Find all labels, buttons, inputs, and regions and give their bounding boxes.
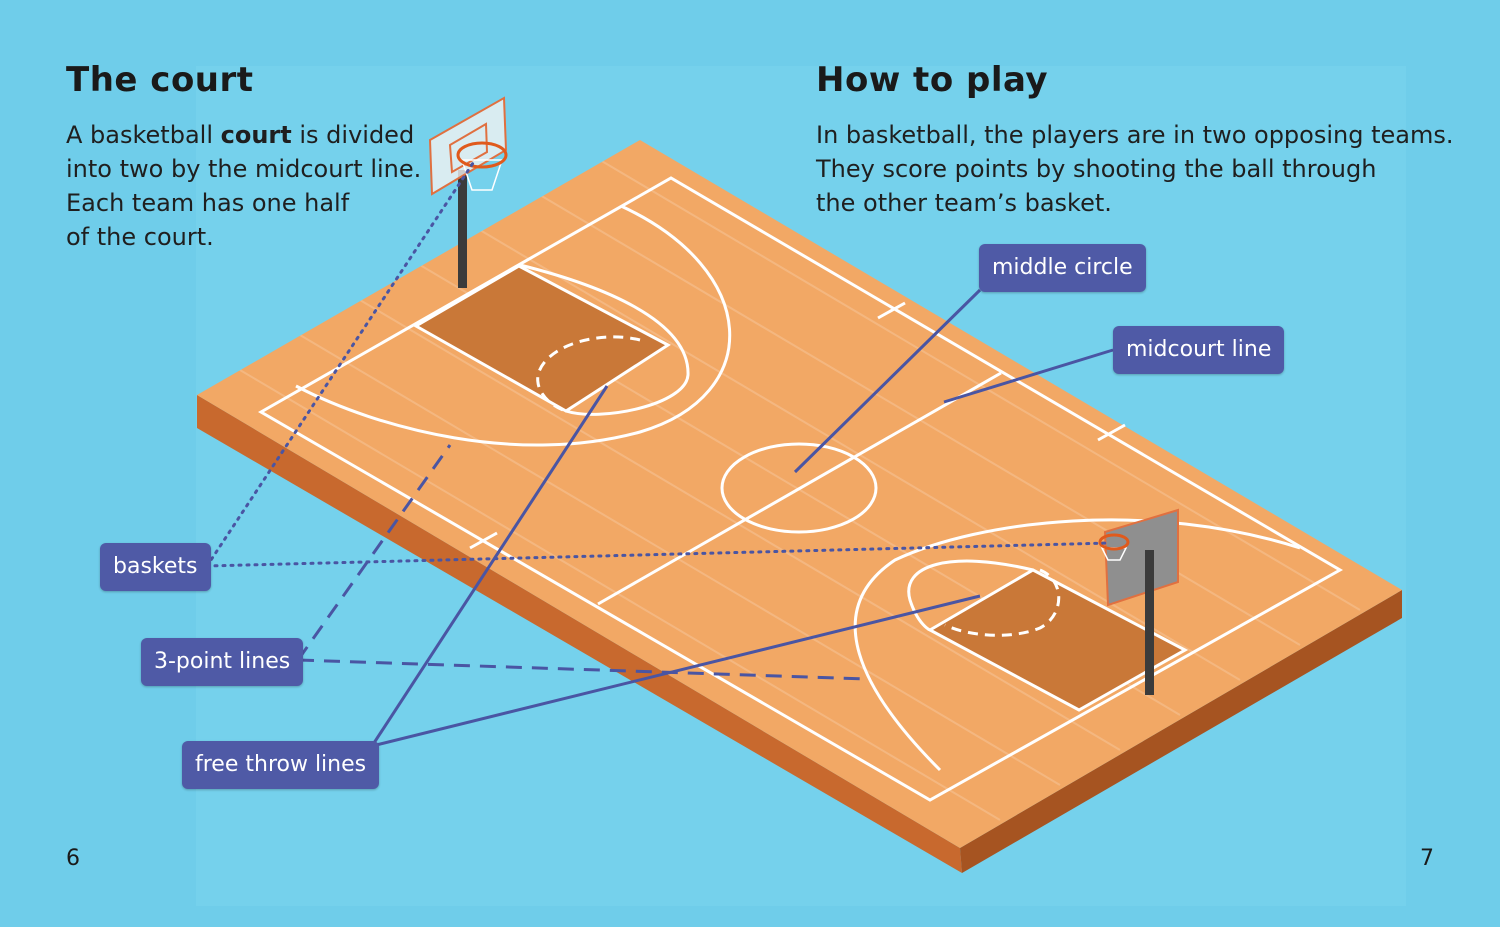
leader-middle-circle [793, 288, 982, 474]
play-text-line-1: In basketball, the players are in two op… [816, 121, 1454, 149]
sideline-mark-1 [877, 301, 906, 320]
backboard-bottom [1103, 508, 1179, 607]
hoop-pole-bottom [1145, 550, 1154, 695]
leader-lines [205, 158, 1114, 748]
backboard-square-top [448, 122, 489, 174]
court-side-right [960, 590, 1402, 873]
sideline-mark-2 [1097, 423, 1126, 442]
court-text-line-1: A basketball court is divided [66, 121, 415, 149]
key-outline-top [412, 264, 671, 413]
dashed-circle-bottom [944, 568, 1061, 637]
three-point-arc-top [295, 204, 732, 447]
dashed-circle-top [536, 335, 641, 413]
sideline-mark-3 [469, 531, 498, 550]
page-number-left: 6 [66, 846, 80, 871]
hoop-pole-top [458, 170, 467, 288]
free-throw-arc-bottom [907, 559, 1034, 632]
middle-circle [720, 442, 878, 534]
leader-midcourt-line [943, 348, 1114, 404]
label-three-point-lines: 3-point lines [141, 638, 304, 686]
court-text-line-3: Each team has one half [66, 189, 350, 217]
net-top [460, 159, 504, 191]
rim-bottom [1098, 533, 1130, 551]
midcourt-line [597, 371, 1002, 606]
page-number-right: 7 [1420, 846, 1434, 871]
court-text-line-4: of the court. [66, 223, 214, 251]
label-midcourt-line: midcourt line [1113, 326, 1285, 374]
play-text-line-2: They score points by shooting the ball t… [816, 155, 1377, 183]
play-text-line-3: the other team’s basket. [816, 189, 1112, 217]
leader-three-point-lines [296, 444, 869, 681]
basket-top [428, 96, 508, 288]
dashed-semicircles [536, 335, 1061, 637]
label-free-throw-lines: free throw lines [182, 741, 380, 789]
rim-top [456, 141, 508, 169]
key-area-bottom [930, 570, 1185, 710]
label-middle-circle: middle circle [979, 244, 1146, 292]
court-floor [197, 140, 1402, 848]
heading-how-to-play: How to play [816, 60, 1049, 100]
court-side-front [197, 395, 962, 873]
free-throw-arc-top [519, 263, 690, 416]
court-text-line-2: into two by the midcourt line. [66, 155, 422, 183]
basket-bottom [1098, 508, 1179, 695]
heading-the-court: The court [66, 60, 254, 100]
leader-free-throw-lines [370, 385, 981, 748]
court-bold-term: court [220, 121, 292, 149]
court-boundary [257, 176, 1344, 802]
leader-baskets [205, 158, 1112, 568]
label-baskets: baskets [100, 543, 211, 591]
court-description: A basketball court is divided into two b… [66, 118, 421, 254]
key-outline-bottom [926, 568, 1189, 712]
key-area-top [416, 266, 668, 411]
how-to-play-description: In basketball, the players are in two op… [816, 118, 1454, 220]
